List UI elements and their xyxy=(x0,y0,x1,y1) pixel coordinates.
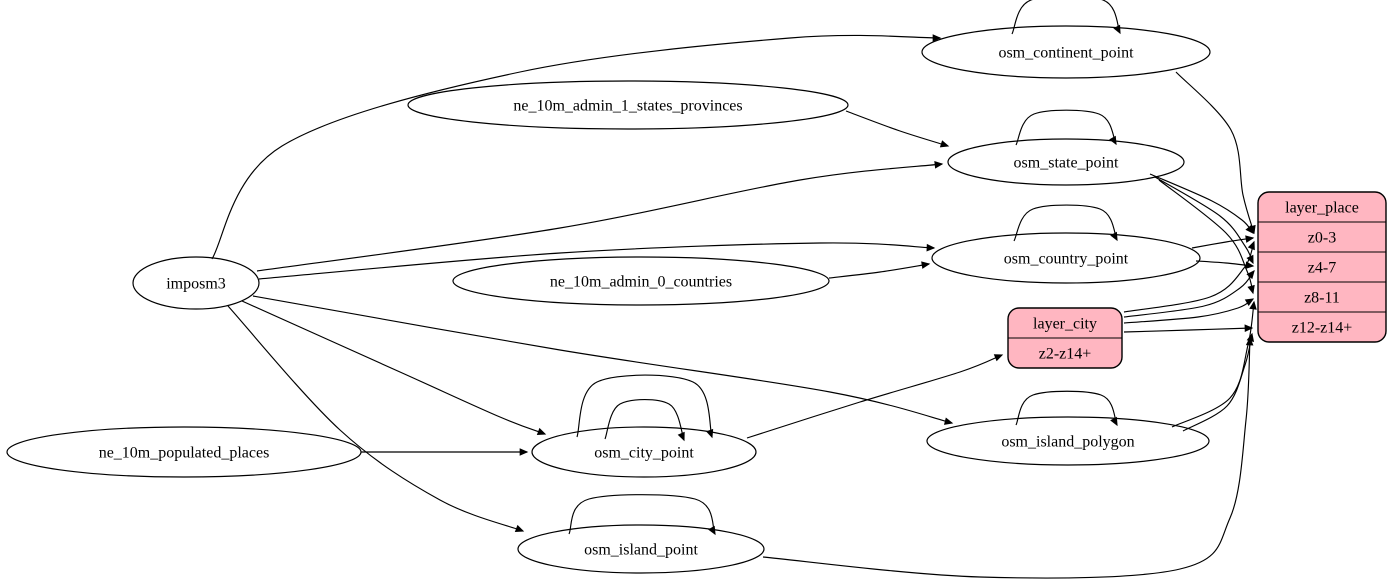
edge-imposm3-to-osm_state_point xyxy=(256,161,944,272)
edge-osm_island_polygon-to-layer_place-z8-11 xyxy=(1171,300,1257,428)
node-ne_10m_populated_places: ne_10m_populated_places xyxy=(6,426,362,478)
node-osm_continent_point: osm_continent_point xyxy=(921,25,1211,79)
node-label-ne_10m_admin_0_countries: ne_10m_admin_0_countries xyxy=(550,274,732,291)
node-ne_10m_admin_1_states_provinces: ne_10m_admin_1_states_provinces xyxy=(407,80,849,130)
edge-ne_10m_admin_1_states_provinces-to-osm_state_point xyxy=(845,110,950,148)
record-row-layer_place-z4-7: z4-7 xyxy=(1308,260,1336,277)
node-shape-osm_continent_point xyxy=(921,25,1211,79)
node-layer_city: layer_city z2-z14+ xyxy=(1007,307,1123,369)
edge-imposm3-to-osm_city_point xyxy=(241,300,547,435)
edge-imposm3-to-osm_island_point xyxy=(227,305,525,532)
node-osm_island_point: osm_island_point xyxy=(517,524,765,574)
node-osm_state_point: osm_state_point xyxy=(947,138,1185,186)
edge-osm_state_point-to-layer_place-z0-3 xyxy=(1149,173,1254,235)
edge-osm_city_point-to-osm_city_point-self xyxy=(604,399,685,442)
node-label-osm_country_point: osm_country_point xyxy=(1004,251,1129,268)
record-row-layer_city-z2-z14+: z2-z14+ xyxy=(1039,346,1092,363)
node-shape-osm_city_point xyxy=(531,426,757,478)
node-label-osm_continent_point: osm_continent_point xyxy=(998,45,1134,62)
edge-imposm3-to-osm_country_point xyxy=(258,242,936,280)
node-osm_country_point: osm_country_point xyxy=(931,232,1201,284)
edge-osm_island_polygon-to-layer_place-z12-z14+ xyxy=(1182,332,1255,432)
node-label-osm_island_polygon: osm_island_polygon xyxy=(1001,434,1134,451)
node-shape-ne_10m_admin_0_countries xyxy=(452,256,830,306)
node-label-osm_island_point: osm_island_point xyxy=(584,542,698,559)
edge-osm_city_point-to-layer_city-z2-z14+ xyxy=(746,354,1004,439)
edge-osm_island_point-to-osm_island_point-self xyxy=(568,494,716,536)
node-shape-ne_10m_admin_1_states_provinces xyxy=(407,80,849,130)
record-row-layer_place-z0-3: z0-3 xyxy=(1308,230,1336,247)
node-imposm3: imposm3 xyxy=(132,256,260,310)
node-label-imposm3: imposm3 xyxy=(166,276,226,293)
edge-layer_city-to-layer_place-z0-3 xyxy=(1123,240,1255,313)
edge-layer_city-to-layer_place-z4-7 xyxy=(1123,269,1255,318)
node-osm_city_point: osm_city_point xyxy=(531,426,757,478)
record-title-layer_place: layer_place xyxy=(1285,200,1359,217)
node-label-osm_city_point: osm_city_point xyxy=(594,445,694,462)
node-shape-osm_state_point xyxy=(947,138,1185,186)
node-label-osm_state_point: osm_state_point xyxy=(1014,155,1119,172)
edge-imposm3-to-osm_continent_point xyxy=(211,34,942,260)
edge-osm_continent_point-to-osm_continent_point-self xyxy=(1011,0,1121,35)
edge-osm_state_point-to-layer_place-z8-11 xyxy=(1158,179,1255,295)
nodes-layer: imposm3 ne_10m_admin_1_states_provincesne… xyxy=(6,25,1387,574)
edge-osm_island_point-to-layer_place-z12-z14+ xyxy=(762,336,1254,579)
edges-layer xyxy=(211,0,1257,579)
edge-osm_continent_point-to-layer_place-z0-3 xyxy=(1175,71,1256,235)
edge-osm_country_point-to-layer_place-z4-7 xyxy=(1195,260,1255,269)
edge-layer_city-to-layer_place-z8-11 xyxy=(1123,298,1255,324)
node-shape-osm_island_polygon xyxy=(926,416,1210,466)
node-ne_10m_admin_0_countries: ne_10m_admin_0_countries xyxy=(452,256,830,306)
edge-osm_country_point-to-osm_country_point-self xyxy=(1013,204,1118,242)
node-osm_island_polygon: osm_island_polygon xyxy=(926,416,1210,466)
node-label-ne_10m_populated_places: ne_10m_populated_places xyxy=(99,445,270,462)
edge-osm_country_point-to-layer_place-z0-3 xyxy=(1191,235,1255,249)
edge-osm_state_point-to-osm_state_point-self xyxy=(1015,109,1117,146)
node-shape-osm_island_point xyxy=(517,524,765,574)
node-shape-osm_country_point xyxy=(931,232,1201,284)
edge-osm_island_polygon-to-osm_island_polygon-self xyxy=(1015,390,1118,427)
record-row-layer_place-z12-z14+: z12-z14+ xyxy=(1292,320,1353,337)
record-row-layer_place-z8-11: z8-11 xyxy=(1304,290,1340,307)
record-title-layer_city: layer_city xyxy=(1033,316,1097,333)
node-label-ne_10m_admin_1_states_provinces: ne_10m_admin_1_states_provinces xyxy=(513,98,742,115)
node-shape-imposm3 xyxy=(132,256,260,310)
edge-imposm3-to-osm_island_polygon xyxy=(252,295,954,425)
node-layer_place: layer_place z0-3 z4-7 z8-11 z12-z14+ xyxy=(1257,191,1387,343)
edge-layer_city-to-layer_place-z12-z14+ xyxy=(1123,324,1254,333)
edge-osm_city_point-to-osm_city_point-self xyxy=(576,374,714,439)
edge-ne_10m_admin_0_countries-to-osm_country_point xyxy=(828,261,931,279)
record-shape-layer_place xyxy=(1257,191,1387,343)
